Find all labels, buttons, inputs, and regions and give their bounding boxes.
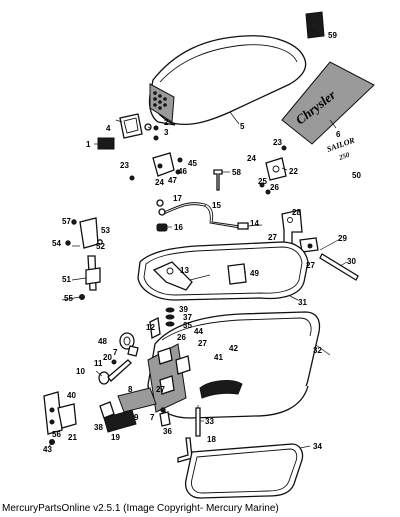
callout-52: 52 (96, 242, 105, 251)
knob-assembly (98, 359, 132, 385)
callout-21: 21 (68, 433, 77, 442)
callout-26b: 26 (177, 333, 186, 342)
lower-fasteners (159, 407, 171, 427)
callout-55: 55 (64, 294, 73, 303)
callout-45: 45 (188, 159, 197, 168)
name-plates (99, 387, 157, 433)
callout-27d: 27 (156, 385, 165, 394)
callout-28: 28 (292, 208, 301, 217)
callout-36: 36 (163, 427, 172, 436)
washer-stack (149, 307, 175, 339)
callout-31: 31 (298, 298, 307, 307)
callout-33: 33 (205, 417, 214, 426)
callout-47: 47 (168, 176, 177, 185)
callout-34: 34 (313, 442, 322, 451)
copyright-footer: MercuryPartsOnline v2.5.1 (Image Copyrig… (2, 503, 279, 514)
lower-cowl (147, 311, 321, 419)
lower-seal (184, 443, 304, 499)
callout-3: 3 (164, 128, 169, 137)
callout-15: 15 (212, 201, 221, 210)
latch-bracket (129, 152, 183, 181)
callout-5: 5 (240, 122, 245, 131)
decal-power-text: 250 (337, 151, 351, 163)
callout-35: 35 (183, 321, 192, 330)
tag-label-part (305, 11, 325, 39)
left-bracket (65, 217, 103, 300)
callout-4: 4 (106, 124, 111, 133)
callout-27b: 27 (306, 261, 315, 270)
callout-32: 32 (313, 346, 322, 355)
callout-22: 22 (289, 167, 298, 176)
callout-48: 48 (98, 337, 107, 346)
callout-13: 13 (180, 266, 189, 275)
latch-assembly (97, 113, 159, 150)
shift-lever (281, 209, 359, 281)
callout-37: 37 (183, 313, 192, 322)
callout-2: 2 (164, 118, 169, 127)
callout-6: 6 (336, 130, 341, 139)
sailor-decal: SAILOR 250 (326, 135, 357, 162)
callout-19: 19 (111, 433, 120, 442)
callout-29: 29 (338, 234, 347, 243)
callout-18: 18 (207, 435, 216, 444)
callout-26a: 26 (270, 183, 279, 192)
callout-49: 49 (250, 269, 259, 278)
callout-24b: 24 (155, 178, 164, 187)
grommet-part (119, 332, 139, 357)
callout-46: 46 (178, 167, 187, 176)
leader-lines (47, 27, 348, 449)
top-cowling (148, 35, 307, 126)
callout-1: 1 (86, 140, 91, 149)
decal-model-text: SAILOR (326, 135, 357, 154)
callout-11: 11 (94, 359, 103, 368)
latch-rod (177, 407, 201, 463)
callout-43: 43 (43, 445, 52, 454)
callout-51: 51 (62, 275, 71, 284)
callout-9: 9 (134, 413, 139, 422)
callout-40: 40 (67, 391, 76, 400)
cowl-seal (137, 241, 309, 301)
callout-23a: 23 (273, 138, 282, 147)
callout-50: 50 (352, 171, 361, 180)
callout-56: 56 (52, 430, 61, 439)
callout-8: 8 (128, 385, 133, 394)
callout-44: 44 (194, 327, 203, 336)
callout-38: 38 (94, 423, 103, 432)
callout-7a: 7 (113, 348, 118, 357)
callout-27a: 27 (268, 233, 277, 242)
callout-17: 17 (173, 194, 182, 203)
callout-58: 58 (232, 168, 241, 177)
callout-41: 41 (214, 353, 223, 362)
callout-numbers: 1 2 3 4 5 6 7 7 8 9 10 11 12 13 14 15 16… (43, 31, 361, 454)
callout-25: 25 (258, 177, 267, 186)
callout-39: 39 (179, 305, 188, 314)
right-latch (259, 145, 287, 195)
hinge-bracket (43, 391, 77, 445)
callout-24a: 24 (247, 154, 256, 163)
callout-7b: 7 (150, 413, 155, 422)
callout-54: 54 (52, 239, 61, 248)
callout-30: 30 (347, 257, 356, 266)
callout-27c: 27 (198, 339, 207, 348)
callout-12: 12 (146, 323, 155, 332)
callout-16: 16 (174, 223, 183, 232)
callout-57: 57 (62, 217, 71, 226)
callout-10: 10 (76, 367, 85, 376)
callout-14: 14 (250, 219, 259, 228)
callout-42: 42 (229, 344, 238, 353)
bolt-part (213, 169, 223, 191)
callout-53: 53 (101, 226, 110, 235)
throttle-rod (156, 199, 249, 230)
callout-20: 20 (103, 353, 112, 362)
callout-59: 59 (328, 31, 337, 40)
bushing-part (156, 223, 168, 232)
callout-23b: 23 (120, 161, 129, 170)
